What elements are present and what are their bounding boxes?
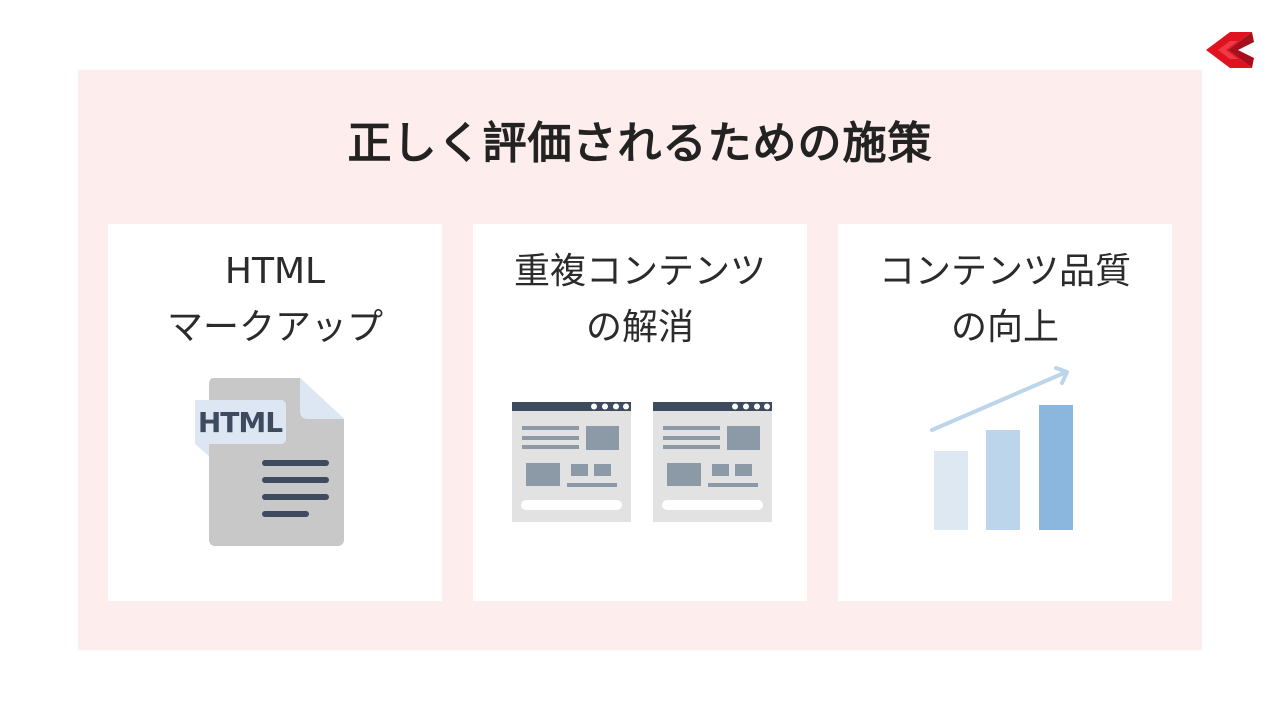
card-html-markup: HTML マークアップ HTML — [108, 224, 442, 601]
bar-medium — [986, 430, 1020, 530]
html-file-icon: HTML — [108, 364, 442, 564]
card-title-line1: HTML — [224, 251, 326, 292]
bar-tall — [1039, 405, 1073, 530]
rising-bar-chart-icon — [838, 364, 1172, 564]
brand-logo-icon — [1206, 32, 1254, 68]
card-title-line2: の解消 — [585, 307, 694, 348]
card-content-quality: コンテンツ品質 の向上 — [838, 224, 1172, 601]
card-title-line1: 重複コンテンツ — [513, 251, 766, 292]
card-title-line2: マークアップ — [166, 307, 383, 348]
card-title-line1: コンテンツ品質 — [878, 251, 1131, 292]
card-title-line2: の向上 — [950, 307, 1059, 348]
html-badge-label: HTML — [198, 406, 283, 439]
webpage-icon-left — [512, 402, 631, 522]
card-duplicate-content: 重複コンテンツ の解消 — [473, 224, 807, 601]
trend-arrow-icon — [930, 366, 1069, 432]
card-title: HTML マークアップ — [108, 244, 442, 356]
card-title: コンテンツ品質 の向上 — [838, 244, 1172, 356]
page-title: 正しく評価されるための施策 — [347, 118, 933, 169]
bar-short — [934, 451, 968, 530]
duplicate-pages-icon — [473, 364, 807, 564]
card-title: 重複コンテンツ の解消 — [473, 244, 807, 356]
webpage-icon-right — [653, 402, 772, 522]
